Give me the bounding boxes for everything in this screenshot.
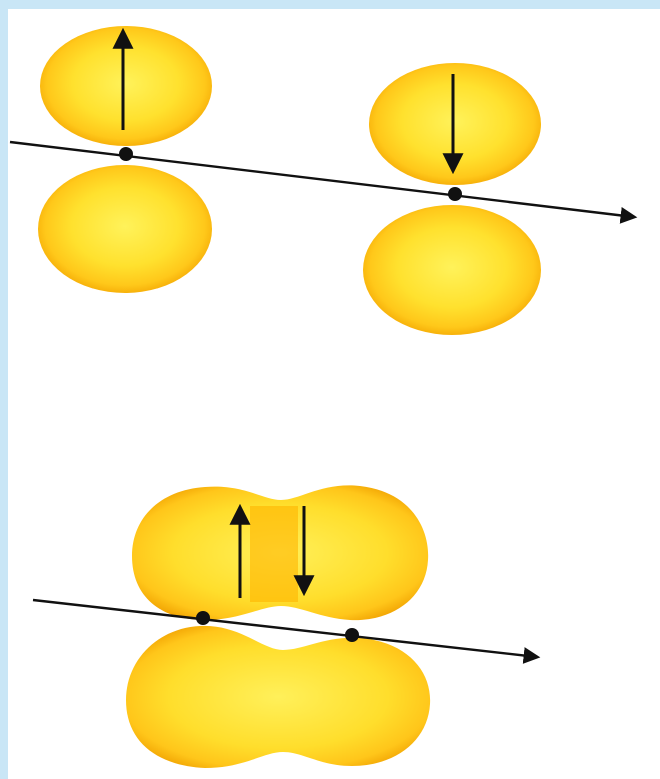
diagram-svg bbox=[9, 26, 638, 768]
left-lower-lobe bbox=[38, 165, 212, 293]
internuclear-axis-top bbox=[9, 140, 638, 224]
pi-bond-diagram bbox=[8, 9, 660, 779]
overlapping-pi-bond-panel bbox=[32, 485, 541, 768]
internuclear-axis-bottom bbox=[32, 598, 541, 664]
left-upper-lobe bbox=[40, 26, 212, 146]
pi-bond-lower-lobe bbox=[126, 625, 431, 768]
right-lower-lobe bbox=[363, 205, 541, 335]
overlap-region bbox=[250, 506, 298, 602]
left-nucleus-dot bbox=[119, 147, 133, 161]
right-upper-lobe bbox=[369, 63, 541, 185]
right-p-orbital bbox=[363, 63, 541, 335]
left-nucleus-dot-bonded bbox=[196, 611, 210, 625]
right-nucleus-dot-bonded bbox=[345, 628, 359, 642]
right-nucleus-dot bbox=[448, 187, 462, 201]
left-p-orbital bbox=[38, 26, 212, 293]
separate-p-orbitals-panel bbox=[9, 26, 638, 335]
